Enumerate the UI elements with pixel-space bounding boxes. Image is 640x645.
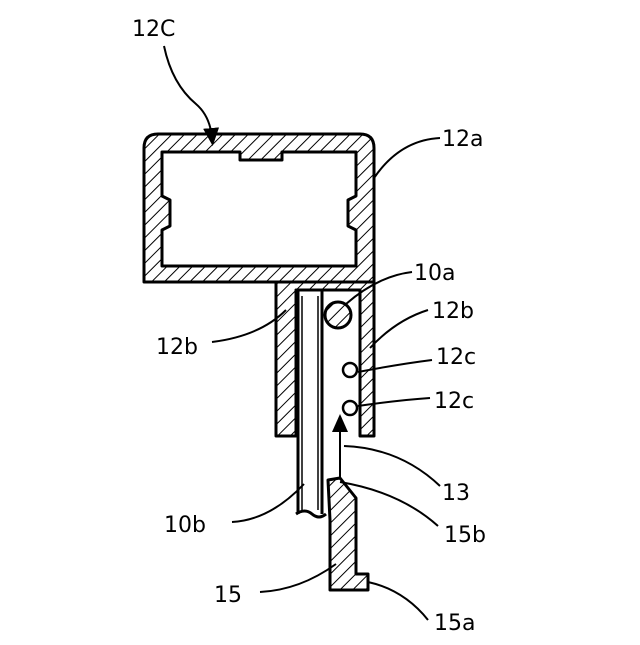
bead-10a (325, 302, 351, 328)
label-10a: 10a (414, 261, 455, 286)
arrow-12C (164, 46, 212, 138)
leader-12a (374, 138, 440, 178)
groove-12c-upper (343, 363, 357, 377)
leader-12b-right (370, 310, 428, 348)
label-10b: 10b (164, 513, 206, 538)
label-12a: 12a (442, 127, 483, 152)
leader-15a (368, 582, 428, 620)
clip-15 (328, 478, 368, 590)
label-12b-right: 12b (432, 299, 474, 324)
label-12b-left: 12b (156, 335, 198, 360)
label-15a: 15a (434, 611, 475, 636)
groove-12c-lower (343, 401, 357, 415)
label-12c-upper: 12c (436, 345, 476, 370)
leader-13 (344, 446, 440, 486)
panel-10b-inner (302, 296, 318, 510)
leader-10b (232, 484, 304, 522)
leader-15 (260, 564, 336, 592)
label-12C: 12C (132, 17, 175, 42)
label-15: 15 (214, 583, 242, 608)
label-12c-lower: 12c (434, 389, 474, 414)
label-15b: 15b (444, 523, 486, 548)
label-13: 13 (442, 481, 470, 506)
lower-tube (276, 282, 374, 436)
frame-box (144, 134, 374, 282)
